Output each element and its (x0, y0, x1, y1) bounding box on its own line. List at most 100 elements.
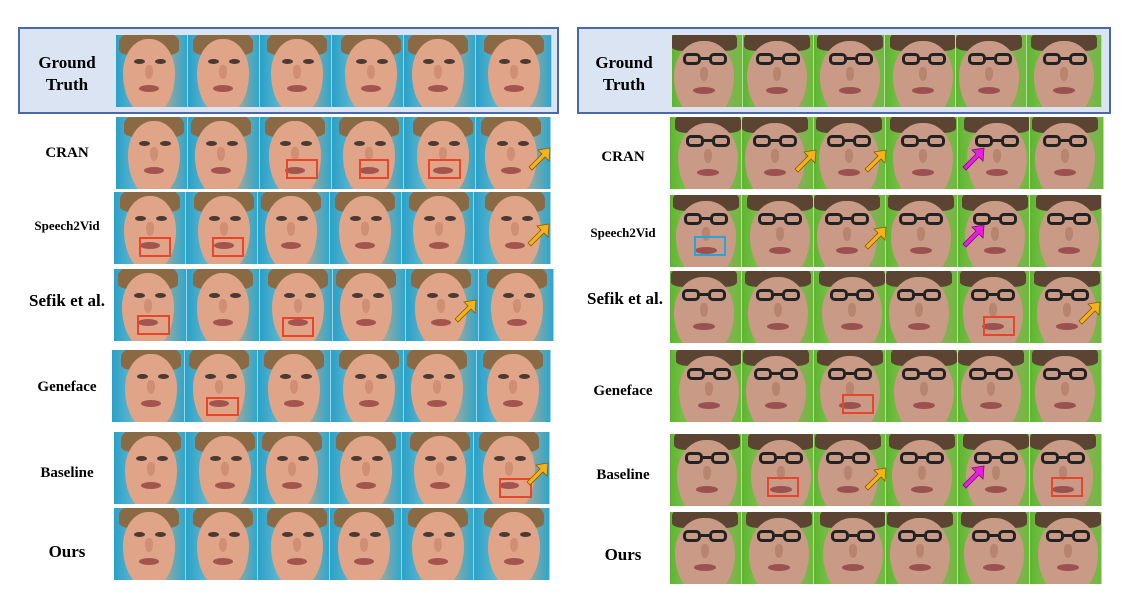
highlight-box (212, 237, 244, 257)
video-frame (476, 35, 552, 107)
glasses-icon (924, 530, 942, 542)
glasses-icon (854, 53, 873, 65)
arrow-magenta-icon (962, 224, 985, 248)
row-label-sefik: Sefik et al. (586, 289, 664, 308)
video-frame (1027, 35, 1102, 107)
comparison-panel-left: Ground Truth CRAN Speech2Vid Sefik et al… (0, 0, 560, 605)
video-frame (886, 350, 958, 422)
row-label-sefik: Sefik et al. (28, 291, 106, 310)
video-frame (742, 434, 814, 506)
glasses-icon (708, 289, 726, 301)
row-label-geneface: Geneface (37, 379, 97, 395)
glasses-icon (825, 213, 843, 225)
glasses-icon (828, 53, 847, 65)
arrow-orange-icon (527, 223, 550, 247)
glasses-icon (712, 135, 730, 147)
video-frame (814, 195, 886, 267)
glasses-icon (927, 135, 945, 147)
frame-strip-ours (114, 508, 550, 580)
glasses-icon (999, 213, 1017, 225)
glasses-icon (780, 368, 798, 380)
video-frame (958, 195, 1030, 267)
highlight-box (286, 159, 318, 179)
glasses-icon (783, 530, 801, 542)
video-frame (886, 195, 958, 267)
glasses-icon (831, 530, 849, 542)
glasses-icon (713, 368, 731, 380)
video-frame (742, 350, 814, 422)
video-frame (1030, 195, 1102, 267)
video-frame (258, 508, 330, 580)
arrow-magenta-icon (962, 465, 985, 489)
glasses-icon (1045, 289, 1063, 301)
highlight-box (359, 159, 389, 179)
glasses-icon (997, 289, 1015, 301)
row-label-ground-truth: Ground Truth (22, 52, 112, 96)
glasses-icon (969, 368, 987, 380)
frame-strip-speech2vid (114, 192, 551, 264)
frame-strip-sefik (670, 271, 1102, 343)
glasses-icon (711, 452, 729, 464)
glasses-icon (754, 368, 772, 380)
frame-strip-baseline (114, 432, 550, 504)
video-frame (402, 192, 474, 264)
video-frame (1030, 117, 1104, 189)
glasses-icon (1041, 452, 1059, 464)
glasses-icon (759, 452, 777, 464)
video-frame (1030, 512, 1102, 584)
video-frame (258, 350, 331, 422)
highlight-box (1051, 477, 1083, 497)
glasses-icon (993, 53, 1012, 65)
glasses-icon (974, 452, 992, 464)
glasses-icon (682, 289, 700, 301)
video-frame (332, 35, 404, 107)
video-frame (670, 350, 742, 422)
glasses-icon (925, 213, 943, 225)
video-frame (886, 434, 958, 506)
video-frame (479, 269, 554, 341)
glasses-icon (781, 53, 800, 65)
glasses-icon (898, 530, 916, 542)
frame-strip-sefik (114, 269, 554, 341)
glasses-icon (757, 530, 775, 542)
glasses-icon (1072, 530, 1090, 542)
glasses-icon (1067, 452, 1085, 464)
video-frame (1030, 434, 1102, 506)
glasses-icon (686, 135, 704, 147)
highlight-box (139, 237, 171, 257)
video-frame (474, 192, 551, 264)
glasses-icon (758, 213, 776, 225)
row-label-line1: Ground (595, 53, 653, 72)
glasses-icon (902, 368, 920, 380)
glasses-icon (972, 530, 990, 542)
video-frame (742, 512, 814, 584)
glasses-icon (1073, 213, 1091, 225)
glasses-icon (899, 213, 917, 225)
glasses-icon (779, 135, 797, 147)
row-label-cran: CRAN (601, 149, 645, 165)
glasses-icon (1069, 135, 1087, 147)
video-frame (814, 512, 886, 584)
glasses-icon (826, 452, 844, 464)
video-frame (670, 117, 742, 189)
row-label-geneface: Geneface (593, 383, 653, 399)
glasses-icon (854, 368, 872, 380)
video-frame (814, 35, 885, 107)
glasses-icon (682, 53, 701, 65)
video-frame (474, 432, 550, 504)
video-frame (112, 350, 185, 422)
video-frame (742, 271, 814, 343)
highlight-box (842, 394, 874, 414)
glasses-icon (710, 213, 728, 225)
glasses-icon (973, 213, 991, 225)
video-frame (885, 35, 956, 107)
highlight-box (767, 477, 799, 497)
arrow-orange-icon (526, 462, 549, 486)
video-frame (670, 271, 742, 343)
video-frame (330, 192, 402, 264)
glasses-icon (1042, 53, 1061, 65)
glasses-icon (975, 135, 993, 147)
frame-strip-ground-truth (116, 35, 552, 107)
video-frame (958, 512, 1030, 584)
video-frame (958, 434, 1030, 506)
